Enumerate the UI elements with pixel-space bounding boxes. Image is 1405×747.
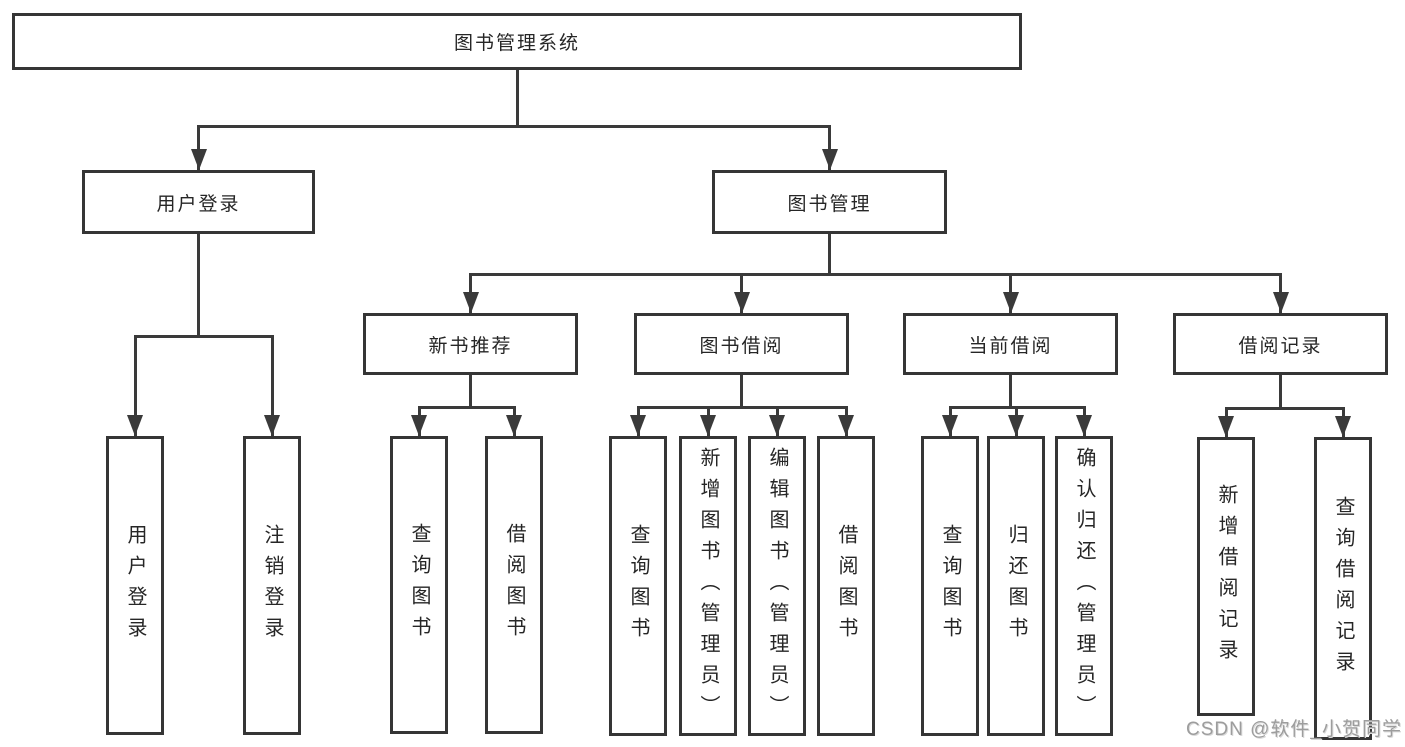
- node-new-book-rec: 新书推荐: [363, 313, 578, 375]
- connector-rail-user-login: [133, 335, 274, 338]
- connector-rail-book-borrow: [636, 406, 848, 409]
- node-v-query-borrow-record: 查询借阅记录: [1314, 437, 1372, 740]
- arrowhead-icon: [838, 415, 854, 436]
- node-v-query-book-2: 查询图书: [609, 436, 667, 736]
- node-user-login: 用户登录: [82, 170, 315, 234]
- node-label-v-query-book-1: 查询图书: [408, 523, 430, 647]
- node-label-v-user-login: 用户登录: [124, 523, 146, 648]
- connector-stem-borrow-records: [1279, 375, 1282, 410]
- connector-rail-new-book-rec: [417, 406, 516, 409]
- node-v-confirm-return: 确认归还（管理员）: [1055, 436, 1113, 736]
- node-label-v-query-book-3: 查询图书: [939, 524, 961, 648]
- node-label-v-query-book-2: 查询图书: [627, 524, 649, 648]
- node-v-logout: 注销登录: [243, 436, 301, 735]
- connector-stem-root: [515, 70, 519, 128]
- connector-rail-borrow-records: [1224, 407, 1345, 410]
- connector-stem-book-borrow: [740, 375, 743, 409]
- arrowhead-icon: [1335, 416, 1351, 437]
- arrowhead-icon: [942, 415, 958, 436]
- arrowhead-icon: [506, 415, 522, 436]
- connector-stem-user-login: [197, 234, 200, 338]
- connector-rail-book-mgmt: [469, 273, 1282, 276]
- arrowhead-icon: [700, 415, 716, 436]
- node-v-borrow-book-1: 借阅图书: [485, 436, 543, 734]
- arrowhead-icon: [264, 415, 280, 436]
- arrowhead-icon: [733, 292, 750, 313]
- connector-drop-v-user-login: [133, 335, 137, 436]
- node-label-v-return-book: 归还图书: [1005, 524, 1027, 648]
- node-label-new-book-rec: 新书推荐: [428, 335, 513, 357]
- arrowhead-icon: [1002, 292, 1019, 313]
- arrowhead-icon: [821, 149, 838, 170]
- node-label-v-confirm-return: 确认归还（管理员）: [1073, 446, 1095, 726]
- node-v-query-book-3: 查询图书: [921, 436, 979, 736]
- arrowhead-icon: [1076, 415, 1092, 436]
- node-v-return-book: 归还图书: [987, 436, 1045, 736]
- node-v-add-borrow-record: 新增借阅记录: [1197, 437, 1255, 716]
- connector-drop-user-login: [197, 125, 200, 170]
- node-v-query-book-1: 查询图书: [390, 436, 448, 734]
- node-label-v-edit-book: 编辑图书（管理员）: [766, 446, 788, 726]
- node-book-mgmt: 图书管理: [712, 170, 947, 234]
- node-borrow-records: 借阅记录: [1173, 313, 1388, 375]
- node-root: 图书管理系统: [12, 13, 1022, 70]
- csdn-watermark: CSDN @软件_小贺同学: [1186, 719, 1402, 740]
- node-label-root: 图书管理系统: [453, 33, 580, 54]
- arrowhead-icon: [127, 415, 143, 436]
- connector-rail-root: [197, 125, 831, 128]
- node-label-book-mgmt: 图书管理: [787, 193, 872, 215]
- arrowhead-icon: [1218, 416, 1234, 437]
- node-label-borrow-records: 借阅记录: [1238, 335, 1323, 357]
- arrowhead-icon: [1272, 292, 1289, 313]
- connector-drop-v-logout: [270, 335, 274, 436]
- node-label-v-logout: 注销登录: [261, 523, 283, 648]
- node-v-borrow-book-2: 借阅图书: [817, 436, 875, 736]
- arrowhead-icon: [411, 415, 427, 436]
- node-v-add-book: 新增图书（管理员）: [679, 436, 737, 736]
- node-label-book-borrow: 图书借阅: [699, 335, 784, 357]
- node-label-user-login: 用户登录: [156, 193, 241, 215]
- node-label-v-query-borrow-record: 查询借阅记录: [1332, 495, 1354, 682]
- node-label-v-add-borrow-record: 新增借阅记录: [1215, 483, 1237, 670]
- connector-stem-book-mgmt: [828, 234, 831, 276]
- node-v-edit-book: 编辑图书（管理员）: [748, 436, 806, 736]
- arrowhead-icon: [630, 415, 646, 436]
- arrowhead-icon: [462, 292, 479, 313]
- connector-stem-new-book-rec: [469, 375, 472, 409]
- node-book-borrow: 图书借阅: [634, 313, 849, 375]
- node-current-borrow: 当前借阅: [903, 313, 1118, 375]
- node-label-v-borrow-book-1: 借阅图书: [503, 523, 525, 647]
- connector-stem-current-borrow: [1009, 375, 1012, 409]
- node-v-user-login: 用户登录: [106, 436, 164, 735]
- arrowhead-icon: [190, 149, 207, 170]
- arrowhead-icon: [769, 415, 785, 436]
- connector-drop-book-mgmt: [828, 125, 831, 170]
- node-label-v-borrow-book-2: 借阅图书: [835, 524, 857, 648]
- arrowhead-icon: [1008, 415, 1024, 436]
- node-label-current-borrow: 当前借阅: [968, 335, 1053, 357]
- node-label-v-add-book: 新增图书（管理员）: [697, 446, 719, 726]
